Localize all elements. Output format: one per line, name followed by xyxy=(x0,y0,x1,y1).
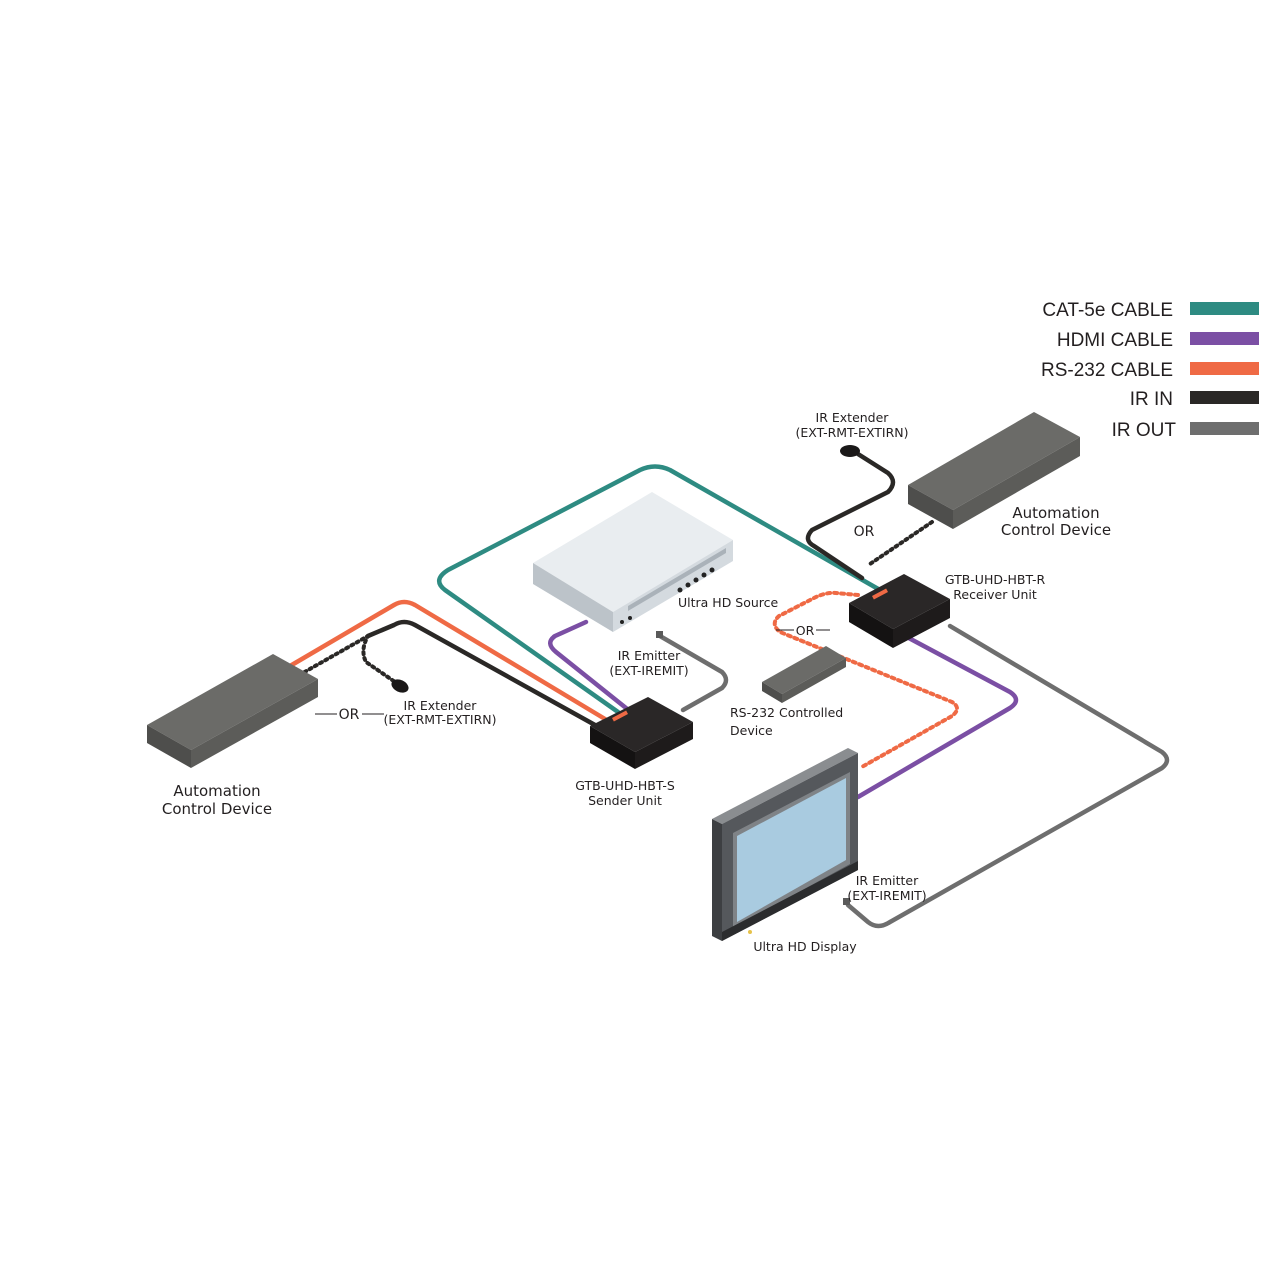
ir-extender-right[interactable]: IR Extender (EXT-RMT-EXTIRN) xyxy=(795,410,909,457)
control-box-icon xyxy=(147,654,318,768)
sender-unit[interactable]: GTB-UHD-HBT-S Sender Unit xyxy=(575,697,693,808)
or-text-right-top: OR xyxy=(854,524,875,540)
legend-swatch xyxy=(1190,362,1259,375)
legend-swatch xyxy=(1190,302,1259,315)
ir-in-cable-left xyxy=(365,619,607,733)
rs232-device-label-1: RS-232 Controlled xyxy=(730,705,843,720)
legend-label: IR IN xyxy=(1130,389,1173,410)
legend-item-hdmi: HDMI CABLE xyxy=(1057,330,1259,351)
legend-label: IR OUT xyxy=(1112,420,1177,441)
ultra-hd-source[interactable]: Ultra HD Source xyxy=(533,492,779,632)
ir-extender-right-label-1: IR Extender xyxy=(816,410,890,425)
automation-right-label-2: Control Device xyxy=(1001,521,1111,539)
legend-label: CAT-5e CABLE xyxy=(1042,300,1173,321)
ir-emitter-display-label-1: IR Emitter xyxy=(856,873,919,888)
ir-emitter-source[interactable]: IR Emitter (EXT-IREMIT) xyxy=(609,631,689,678)
control-box-icon xyxy=(908,412,1080,529)
legend-item-cat5e: CAT-5e CABLE xyxy=(1042,300,1259,321)
hdmi-cable-display xyxy=(855,633,1019,800)
legend-item-ir-in: IR IN xyxy=(1130,389,1259,410)
rs232-device-label-2: Device xyxy=(730,723,773,738)
or-text-left: OR xyxy=(339,707,360,723)
extender-box-icon xyxy=(590,697,693,769)
receiver-label-role: Receiver Unit xyxy=(953,587,1037,602)
ir-emitter-display-label-2: (EXT-IREMIT) xyxy=(847,888,926,903)
automation-control-device-left[interactable]: Automation Control Device xyxy=(147,654,318,818)
ir-sensor-icon xyxy=(391,679,409,693)
display-label: Ultra HD Display xyxy=(753,939,857,954)
rs232-dotted-right xyxy=(772,590,959,770)
ir-extender-left-label-2: (EXT-RMT-EXTIRN) xyxy=(383,712,496,727)
automation-control-device-right[interactable]: Automation Control Device xyxy=(908,412,1111,539)
automation-left-label-1: Automation xyxy=(173,782,260,800)
legend-swatch xyxy=(1190,332,1259,345)
automation-right-label-1: Automation xyxy=(1012,504,1099,522)
extender-box-icon xyxy=(849,574,950,648)
ir-extender-right-label-2: (EXT-RMT-EXTIRN) xyxy=(795,425,908,440)
rs232-cable-left xyxy=(287,599,613,725)
source-label: Ultra HD Source xyxy=(678,595,779,610)
receiver-label-model: GTB-UHD-HBT-R xyxy=(945,572,1046,587)
ir-extender-left[interactable]: IR Extender (EXT-RMT-EXTIRN) xyxy=(383,677,497,727)
control-box-icon xyxy=(762,646,846,703)
cables xyxy=(287,451,1170,929)
monitor-icon xyxy=(712,748,858,941)
ir-out-cable-source xyxy=(657,633,729,713)
cat5e-cable xyxy=(437,464,883,715)
ir-in-cable-right xyxy=(805,451,896,581)
legend: CAT-5e CABLE HDMI CABLE RS-232 CABLE IR … xyxy=(1041,300,1259,441)
hdmi-cable-source xyxy=(548,619,639,719)
legend-item-ir-out: IR OUT xyxy=(1112,420,1259,441)
sender-label-model: GTB-UHD-HBT-S xyxy=(575,778,675,793)
ir-out-cable-display xyxy=(845,623,1170,929)
or-label-left: OR xyxy=(315,707,384,723)
ir-extender-left-label-1: IR Extender xyxy=(404,698,478,713)
legend-swatch xyxy=(1190,422,1259,435)
ir-in-dotted-left xyxy=(292,634,400,686)
ir-emitter-source-label-2: (EXT-IREMIT) xyxy=(609,663,688,678)
legend-label: HDMI CABLE xyxy=(1057,330,1173,351)
ir-emitter-icon xyxy=(843,898,850,905)
receiver-unit[interactable]: GTB-UHD-HBT-R Receiver Unit xyxy=(849,572,1045,648)
legend-swatch xyxy=(1190,391,1259,404)
ir-emitter-display[interactable]: IR Emitter (EXT-IREMIT) xyxy=(843,873,927,905)
ir-in-dotted-right xyxy=(868,520,934,566)
automation-left-label-2: Control Device xyxy=(162,800,272,818)
legend-item-rs232: RS-232 CABLE xyxy=(1041,360,1259,381)
ir-sensor-icon xyxy=(840,445,860,457)
ultra-hd-display[interactable]: Ultra HD Display xyxy=(712,748,858,954)
rs232-controlled-device[interactable]: RS-232 Controlled Device xyxy=(730,646,846,738)
legend-label: RS-232 CABLE xyxy=(1041,360,1173,381)
ir-emitter-source-label-1: IR Emitter xyxy=(618,648,681,663)
media-player-icon xyxy=(533,492,733,632)
ir-emitter-icon xyxy=(656,631,663,638)
sender-label-role: Sender Unit xyxy=(588,793,662,808)
or-label-rs232: OR xyxy=(776,623,830,638)
or-text-rs232: OR xyxy=(796,623,815,638)
